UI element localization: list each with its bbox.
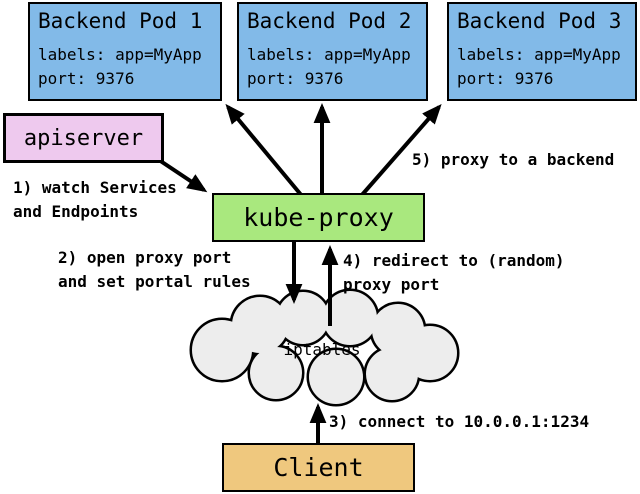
- apiserver-label: apiserver: [23, 125, 144, 151]
- annotation-step1: 1) watch Services and Endpoints: [13, 176, 177, 224]
- pod-1-title: Backend Pod 1: [38, 9, 203, 33]
- pod-3-labels: labels: app=MyApp: [457, 45, 621, 64]
- annotation-step2-line1: 2) open proxy port: [58, 248, 232, 267]
- backend-pod-2-box: Backend Pod 2 labels: app=MyApp port: 93…: [237, 2, 428, 101]
- client-label: Client: [273, 453, 364, 482]
- annotation-step4-line1: 4) redirect to (random): [343, 251, 565, 270]
- iptables-label: iptables: [283, 340, 361, 359]
- pod-2-title: Backend Pod 2: [247, 9, 412, 33]
- cloud-fill: [192, 291, 457, 404]
- annotation-step3: 3) connect to 10.0.0.1:1234: [329, 410, 589, 434]
- arrow-kube-proxy-to-pod-1: [225, 103, 304, 198]
- pod-2-port: port: 9376: [247, 69, 344, 88]
- annotation-step5: 5) proxy to a backend: [412, 148, 614, 172]
- annotation-step3-line1: 3) connect to 10.0.0.1:1234: [329, 412, 590, 431]
- annotation-step1-line2: and Endpoints: [13, 202, 139, 221]
- pod-3-title: Backend Pod 3: [457, 9, 622, 33]
- annotation-step4: 4) redirect to (random) proxy port: [343, 249, 565, 297]
- kube-proxy-label: kube-proxy: [243, 203, 394, 232]
- pod-2-labels: labels: app=MyApp: [247, 45, 411, 64]
- annotation-step1-line1: 1) watch Services: [13, 178, 177, 197]
- annotation-step2: 2) open proxy port and set portal rules: [58, 246, 251, 294]
- pod-1-port: port: 9376: [38, 69, 135, 88]
- annotation-step4-line2: proxy port: [343, 275, 440, 294]
- pod-3-port: port: 9376: [457, 69, 554, 88]
- iptables-cloud: [189, 288, 460, 407]
- annotation-step2-line2: and set portal rules: [58, 272, 251, 291]
- kube-proxy-box: kube-proxy: [212, 193, 425, 242]
- backend-pod-3-box: Backend Pod 3 labels: app=MyApp port: 93…: [447, 2, 637, 101]
- backend-pod-1-box: Backend Pod 1 labels: app=MyApp port: 93…: [28, 2, 222, 101]
- apiserver-box: apiserver: [3, 113, 164, 163]
- client-box: Client: [222, 443, 415, 492]
- annotation-step5-line1: 5) proxy to a backend: [412, 150, 615, 169]
- pod-1-labels: labels: app=MyApp: [38, 45, 202, 64]
- arrow-kube-proxy-to-pod-3: [359, 103, 442, 198]
